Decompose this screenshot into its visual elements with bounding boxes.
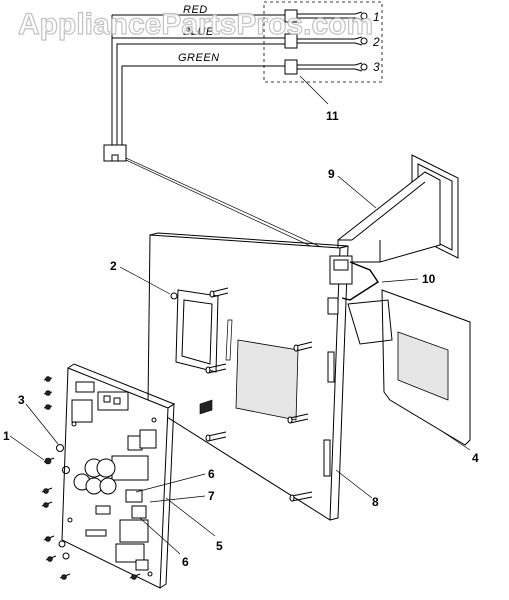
screw	[43, 404, 53, 410]
callout-9: 9	[328, 167, 335, 181]
terminal-row-3	[284, 59, 368, 75]
watermark-logo: AppliancePartsPros.com	[18, 8, 373, 41]
wire-harness	[103, 1, 383, 263]
mounting-bracket	[337, 154, 459, 263]
standoff-posts	[205, 287, 313, 502]
screw	[43, 376, 53, 382]
callout-leaders	[9, 175, 471, 555]
screw	[43, 457, 55, 465]
callout-2: 2	[110, 259, 117, 273]
callout-5: 5	[216, 539, 223, 553]
callout-6-upper: 6	[208, 467, 215, 481]
callout-11: 11	[326, 109, 339, 123]
screw	[41, 487, 53, 494]
screw	[43, 390, 53, 396]
wire-label-green: GREEN	[178, 52, 220, 64]
screw	[43, 535, 55, 542]
wire-label-blue: BLUE	[183, 26, 214, 38]
callout-10: 10	[422, 272, 436, 286]
harness-wire	[125, 157, 346, 259]
terminal-box	[263, 1, 383, 83]
callout-6-lower: 6	[182, 555, 189, 569]
callout-1: 1	[3, 429, 10, 443]
insulator-sheet	[347, 289, 471, 446]
terminal-number-2: 2	[372, 35, 380, 49]
washer	[56, 444, 64, 452]
screw	[41, 501, 53, 508]
control-board	[61, 363, 176, 589]
mounting-plate	[147, 232, 379, 521]
callout-4: 4	[472, 451, 479, 465]
screw	[45, 555, 57, 562]
washer	[62, 466, 70, 474]
callout-7: 7	[208, 489, 215, 503]
terminal-row-2	[284, 33, 368, 49]
screws-and-washers	[41, 376, 141, 580]
callout-3: 3	[18, 393, 25, 407]
screw	[59, 573, 71, 580]
terminal-row-1	[284, 9, 368, 23]
capacitors	[73, 458, 117, 495]
harness-plug	[103, 144, 127, 162]
screw	[129, 573, 141, 580]
washer	[62, 552, 70, 560]
wire-label-red: RED	[183, 4, 208, 16]
terminal-number-1: 1	[373, 10, 380, 24]
washer	[58, 540, 66, 548]
callout-8: 8	[372, 495, 379, 509]
terminal-number-3: 3	[373, 60, 380, 74]
